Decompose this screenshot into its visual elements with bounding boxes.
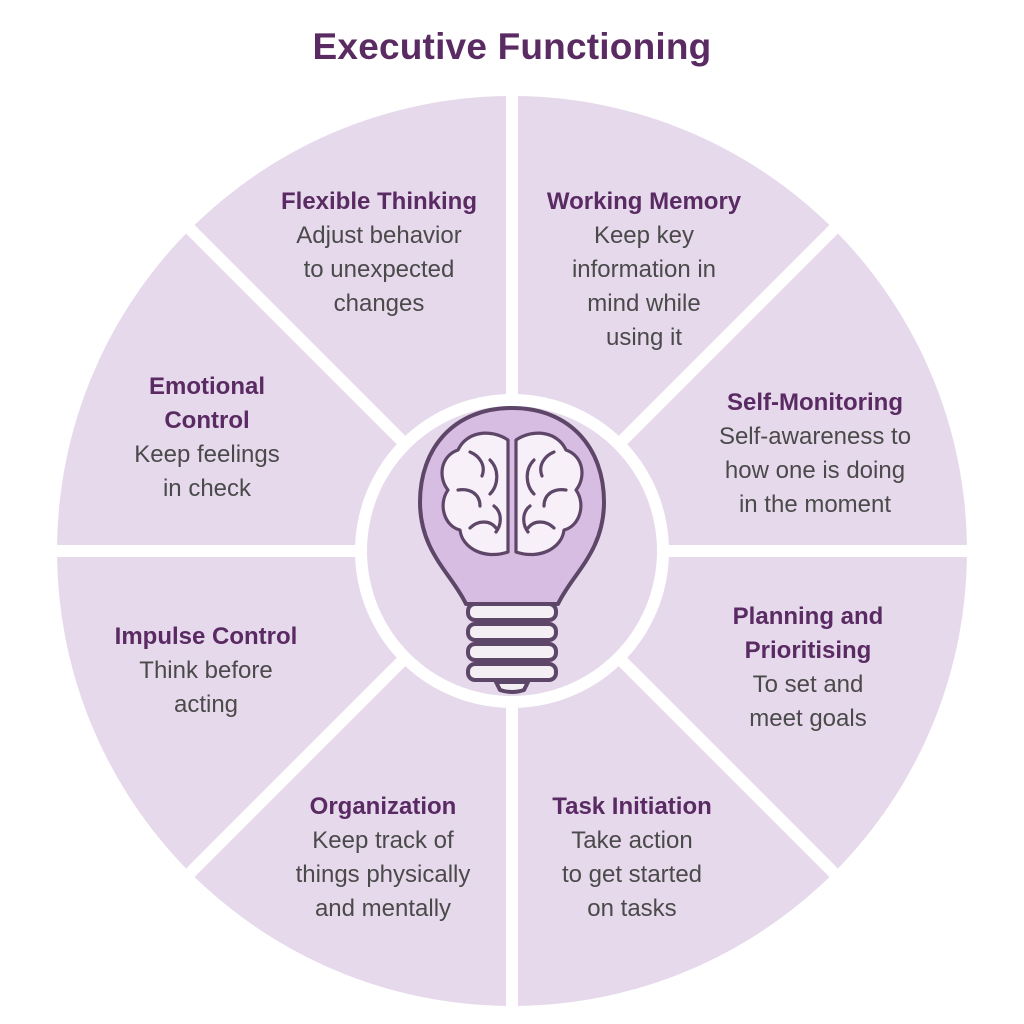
segment-text: Planning and Prioritising To set and meet… [733,600,884,736]
segment-description: Think before acting [139,657,273,718]
segment-title: Task Initiation [552,793,712,820]
lightbulb-brain-icon [418,406,606,694]
segment-wedge [517,666,830,1006]
segment-title: Organization [309,793,457,820]
segment-wedge [517,96,830,436]
brain-icon [440,431,584,557]
segment-description: Adjust behavior to unexpected changes [296,222,462,317]
segment-title: Emotional Control [148,373,266,434]
segment-description: Keep key information in mind while using… [571,222,717,351]
segment-title: Planning and Prioritising [732,603,884,664]
segment-description: Self-awareness to how one is doing in th… [718,423,912,518]
segment-title: Working Memory [546,188,742,215]
segment-wedge [57,233,397,546]
segment-description: Keep track of things physically and ment… [295,827,471,922]
segment-description: Take action to get started on tasks [561,827,703,922]
segment-wedge [627,556,967,869]
segment-wedge [627,233,967,546]
segment-description: Keep feelings in check [134,441,280,502]
segment-title: Self-Monitoring [727,389,903,416]
segment-wedge [57,556,397,869]
segment-title: Impulse Control [114,623,298,650]
segment-wedge [194,666,507,1006]
segment-title: Flexible Thinking [280,188,478,215]
segment-description: To set and meet goals [749,671,867,732]
diagram-title: Executive Functioning [312,26,712,67]
segment-wedge [194,96,507,436]
